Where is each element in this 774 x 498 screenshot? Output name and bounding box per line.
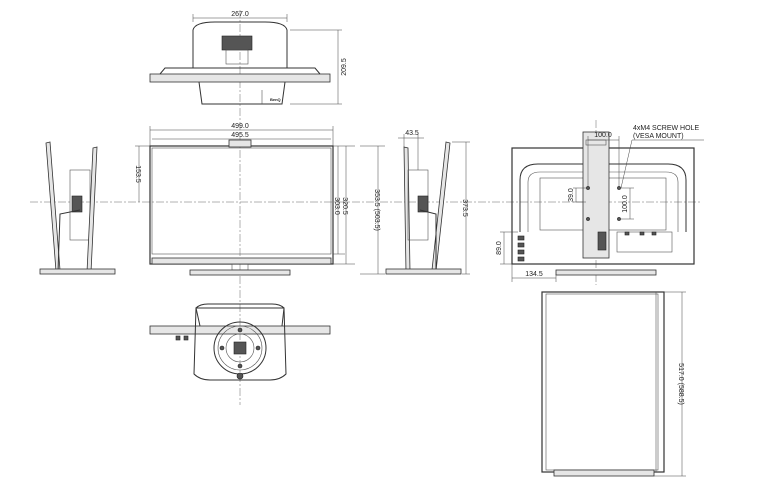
bottom-view [149,303,331,381]
right-side-view: 43.5 373.5 [385,130,470,275]
top-view: BenQ 267.0 209.5 [149,11,348,105]
offset-39-label: 39.0 [568,188,575,202]
top-width-label: 267.0 [231,11,249,18]
ports-height-label: 89.0 [496,241,503,255]
front-panel-height-label: 320.5 [341,197,348,215]
front-total-height-label: 353.5 (503.5) [373,189,380,231]
front-view: 499.0 495.5 153.5 303.0 320.5 353.5 (503… [134,123,385,276]
back-view: 100.0 100.0 39.0 4xM4 SCREW HOLE (VESA M… [496,125,704,282]
side-height-label: 373.5 [461,199,468,217]
front-top-center-label: 153.5 [134,165,141,183]
pivot-view: 517.0 (588.5) [541,291,686,477]
screw-note-line1: 4xM4 SCREW HOLE [633,125,699,132]
stand-offset-label: 134.5 [525,271,543,278]
vesa-width-label: 100.0 [594,132,612,139]
left-side-view [39,141,116,275]
screw-note-line2: (VESA MOUNT) [633,133,684,140]
side-depth-label: 43.5 [405,130,419,137]
front-screen-height-label: 303.0 [333,197,340,215]
top-view-logo: BenQ [270,97,281,102]
pivot-height-label: 517.0 (588.5) [677,363,684,405]
top-depth-label: 209.5 [341,58,348,76]
front-width-outer-label: 499.0 [231,123,249,130]
vesa-height-label: 100.0 [622,195,629,213]
front-width-inner-label: 495.5 [231,132,249,139]
